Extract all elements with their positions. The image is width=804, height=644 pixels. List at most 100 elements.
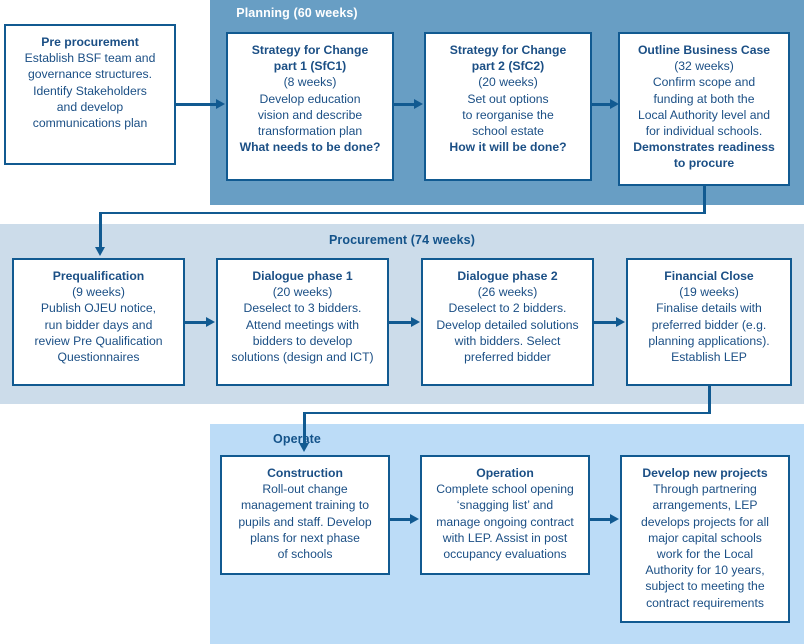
box-title: Develop new projects bbox=[642, 466, 768, 480]
box-line: preferred bidder (e.g. bbox=[651, 317, 767, 332]
box-line: manage ongoing contract bbox=[436, 514, 574, 529]
arrowhead-sfc2-to-obc bbox=[610, 98, 619, 109]
box-line: Deselect to 2 bidders. bbox=[448, 301, 567, 316]
connector-preq-to-dp1 bbox=[185, 321, 209, 324]
box-title: Prequalification bbox=[52, 269, 145, 283]
box-line: Set out options bbox=[467, 91, 549, 106]
box-question: What needs to be done? bbox=[239, 140, 381, 155]
connector-sfc2-to-obc bbox=[592, 103, 614, 106]
process-box-strategy-for-change-part-1[interactable]: Strategy for Change part 1 (SfC1) (8 wee… bbox=[226, 32, 394, 181]
box-title: Financial Close bbox=[664, 269, 754, 283]
box-question: How it will be done? bbox=[449, 140, 567, 155]
box-line: with bidders. Select bbox=[454, 333, 561, 348]
box-line: contract requirements bbox=[646, 595, 764, 610]
process-box-financial-close[interactable]: Financial Close (19 weeks) Finalise deta… bbox=[626, 258, 792, 386]
box-title: Outline Business Case bbox=[637, 43, 771, 57]
connector-construction-to-operation bbox=[390, 518, 413, 521]
arrowhead-fc-to-construction bbox=[298, 443, 309, 452]
box-line: for individual schools. bbox=[645, 124, 763, 139]
connector-dp2-to-fc bbox=[594, 321, 619, 324]
box-line: of schools bbox=[277, 547, 333, 562]
box-duration: (20 weeks) bbox=[478, 75, 538, 90]
box-title-2: part 1 (SfC1) bbox=[273, 59, 347, 74]
phase-label-operate: Operate bbox=[273, 432, 321, 446]
box-line: Establish BSF team and bbox=[24, 51, 156, 66]
box-line: Deselect to 3 bidders. bbox=[243, 301, 362, 316]
box-line: pupils and staff. Develop bbox=[238, 514, 372, 529]
box-title: Strategy for Change bbox=[449, 43, 567, 57]
box-duration: (32 weeks) bbox=[674, 59, 734, 74]
box-line: transformation plan bbox=[257, 124, 363, 139]
box-line: preferred bidder bbox=[464, 350, 551, 365]
connector-fc-to-construction bbox=[303, 411, 306, 445]
box-line: Identify Stakeholders bbox=[33, 83, 147, 98]
box-line: planning applications). bbox=[648, 333, 770, 348]
box-line: with LEP. Assist in post bbox=[442, 530, 568, 545]
box-emphasis: Demonstrates readiness bbox=[633, 140, 775, 155]
process-box-construction[interactable]: Construction Roll-out change management … bbox=[220, 455, 390, 575]
box-duration: (8 weeks) bbox=[283, 75, 337, 90]
box-title: Dialogue phase 1 bbox=[252, 269, 353, 283]
box-line: Local Authority level and bbox=[637, 107, 771, 122]
phase-label-procurement: Procurement (74 weeks) bbox=[328, 233, 475, 247]
box-line: governance structures. bbox=[28, 67, 152, 82]
connector-fc-down bbox=[708, 386, 711, 414]
box-title-2: part 2 (SfC2) bbox=[471, 59, 545, 74]
arrowhead-construction-to-operation bbox=[410, 513, 419, 524]
box-line: Develop detailed solutions bbox=[436, 317, 579, 332]
box-line: Attend meetings with bbox=[245, 317, 360, 332]
box-line: arrangements, LEP bbox=[652, 498, 758, 513]
process-box-outline-business-case[interactable]: Outline Business Case (32 weeks) Confirm… bbox=[618, 32, 790, 186]
arrowhead-sfc1-to-sfc2 bbox=[414, 98, 423, 109]
box-duration: (20 weeks) bbox=[272, 285, 333, 300]
box-line: vision and describe bbox=[257, 107, 363, 122]
box-line: funding at both the bbox=[653, 91, 755, 106]
arrowhead-dp1-to-dp2 bbox=[411, 316, 420, 327]
connector-pre-to-sfc1 bbox=[176, 103, 218, 106]
process-box-pre-procurement[interactable]: Pre procurement Establish BSF team and g… bbox=[4, 24, 176, 165]
process-box-strategy-for-change-part-2[interactable]: Strategy for Change part 2 (SfC2) (20 we… bbox=[424, 32, 592, 181]
arrowhead-obc-to-prequalification bbox=[94, 247, 105, 256]
box-line: Complete school opening bbox=[436, 482, 574, 497]
box-line: ‘snagging list’ and bbox=[456, 498, 554, 513]
process-box-dialogue-phase-2[interactable]: Dialogue phase 2 (26 weeks) Deselect to … bbox=[421, 258, 594, 386]
box-title: Operation bbox=[476, 466, 534, 480]
box-title: Dialogue phase 2 bbox=[457, 269, 558, 283]
box-line: to reorganise the bbox=[462, 107, 554, 122]
connector-dp1-to-dp2 bbox=[389, 321, 414, 324]
connector-obc-left bbox=[99, 211, 705, 214]
process-box-prequalification[interactable]: Prequalification (9 weeks) Publish OJEU … bbox=[12, 258, 185, 386]
box-duration: (26 weeks) bbox=[477, 285, 538, 300]
phase-label-planning: Planning (60 weeks) bbox=[236, 6, 358, 20]
arrowhead-operation-to-develop bbox=[610, 513, 619, 524]
arrowhead-dp2-to-fc bbox=[616, 316, 625, 327]
box-line: occupancy evaluations bbox=[443, 547, 567, 562]
box-line: Establish LEP bbox=[671, 350, 747, 365]
box-line: Questionnaires bbox=[57, 350, 140, 365]
box-emphasis-2: to procure bbox=[673, 156, 735, 171]
box-line: Develop education bbox=[259, 91, 361, 106]
arrowhead-pre-to-sfc1 bbox=[216, 98, 225, 109]
box-line: run bidder days and bbox=[44, 317, 153, 332]
process-box-dialogue-phase-1[interactable]: Dialogue phase 1 (20 weeks) Deselect to … bbox=[216, 258, 389, 386]
box-duration: (9 weeks) bbox=[72, 285, 125, 300]
box-duration: (19 weeks) bbox=[679, 285, 739, 300]
box-title: Construction bbox=[267, 466, 343, 480]
box-line: solutions (design and ICT) bbox=[231, 350, 374, 365]
box-line: Publish OJEU notice, bbox=[40, 301, 157, 316]
box-line: plans for next phase bbox=[250, 530, 360, 545]
box-title: Pre procurement bbox=[41, 35, 139, 49]
box-line: develops projects for all bbox=[640, 514, 770, 529]
box-line: major capital schools bbox=[648, 530, 762, 545]
box-line: school estate bbox=[472, 124, 544, 139]
process-box-develop-new-projects[interactable]: Develop new projects Through partnering … bbox=[620, 455, 790, 623]
box-line: review Pre Qualification bbox=[34, 333, 163, 348]
connector-fc-left bbox=[303, 411, 710, 414]
connector-sfc1-to-sfc2 bbox=[394, 103, 416, 106]
box-line: and develop bbox=[56, 99, 124, 114]
box-title: Strategy for Change bbox=[251, 43, 369, 57]
box-line: work for the Local bbox=[656, 547, 754, 562]
box-line: Roll-out change bbox=[262, 482, 348, 497]
process-box-operation[interactable]: Operation Complete school opening ‘snagg… bbox=[420, 455, 590, 575]
